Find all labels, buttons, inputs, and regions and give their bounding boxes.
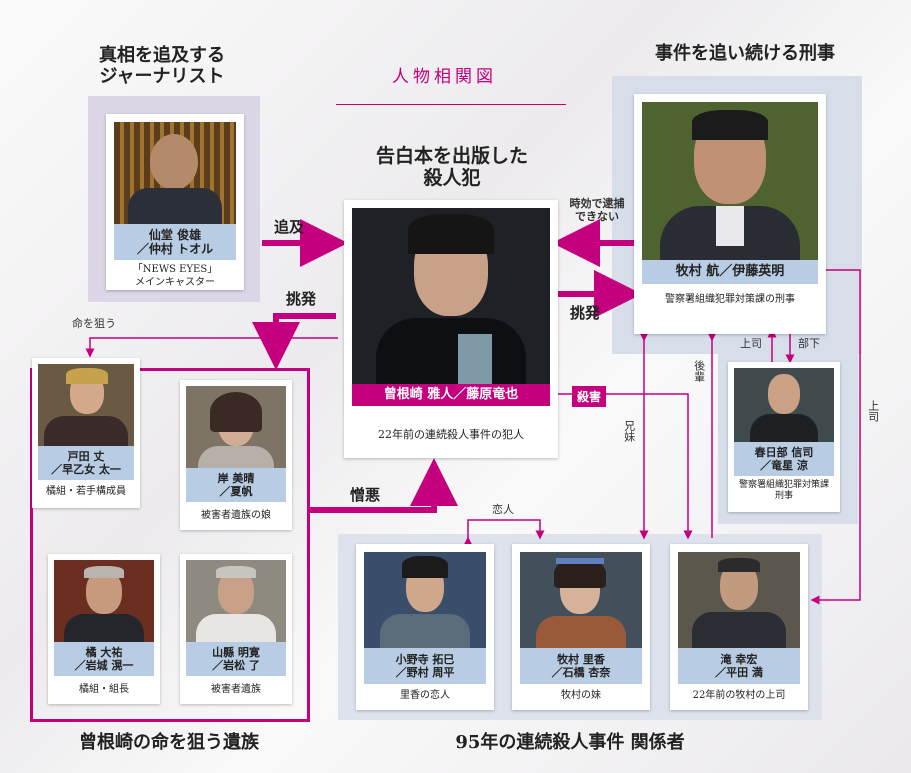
person-name: 牧村 里香／石橋 杏奈 xyxy=(520,648,642,684)
person-name: 岸 美晴／夏帆 xyxy=(186,468,286,502)
person-card-onodera: 小野寺 拓巳／野村 周平 里香の恋人 xyxy=(356,544,494,710)
family-group-border xyxy=(30,368,310,722)
person-photo xyxy=(54,560,154,642)
person-card-rika: 牧村 里香／石橋 杏奈 牧村の妹 xyxy=(512,544,650,710)
person-caption: 被害者遺族の娘 xyxy=(201,510,271,521)
person-photo xyxy=(114,122,236,224)
person-name: 曾根崎 雅人／藤原竜也 xyxy=(352,384,550,406)
person-caption: 牧村の妹 xyxy=(561,690,601,701)
person-name: 戸田 丈／早乙女 太一 xyxy=(38,446,134,480)
person-card-sonezaki: 曾根崎 雅人／藤原竜也 22年前の連続殺人事件の犯人 xyxy=(344,200,558,458)
relation-buka: 部下 xyxy=(798,337,820,350)
person-caption: 22年前の牧村の上司 xyxy=(692,690,786,701)
person-card-kishi: 岸 美晴／夏帆 被害者遺族の娘 xyxy=(180,380,292,530)
group-label-murderer: 告白本を出版した 殺人犯 xyxy=(375,145,528,189)
relation-chohatsu-right: 挑発 xyxy=(570,304,601,322)
arrow-koibito xyxy=(463,519,545,546)
person-name: 小野寺 拓巳／野村 周平 xyxy=(364,648,486,684)
relation-jiko: 時効で逮捕 できない xyxy=(569,197,625,223)
relation-chohatsu-left: 挑発 xyxy=(286,290,317,308)
person-caption: 橘組・組長 xyxy=(79,684,129,695)
person-name: 山縣 明寛／岩松 了 xyxy=(186,642,286,676)
relation-kyodai: 兄妹 xyxy=(622,420,636,442)
person-caption: 警察署組織犯罪対策課の刑事 xyxy=(665,294,795,305)
diagram-title: 人物相関図 xyxy=(392,67,497,87)
arrow-zoo xyxy=(310,458,458,513)
group-label-journalist: 真相を追及する ジャーナリスト xyxy=(99,45,225,87)
person-photo xyxy=(352,208,550,384)
person-card-taki: 滝 幸宏／平田 満 22年前の牧村の上司 xyxy=(670,544,808,710)
person-photo xyxy=(364,552,486,648)
person-name: 牧村 航／伊藤英明 xyxy=(642,260,818,284)
person-photo xyxy=(520,552,642,648)
person-photo xyxy=(734,368,834,442)
arrow-inochi xyxy=(85,337,338,358)
relation-zoo: 憎悪 xyxy=(350,486,381,504)
relation-inochi: 命を狙う xyxy=(72,317,116,330)
person-caption: 「NEWS EYES」 メインキャスター xyxy=(132,264,218,288)
arrow-joshi-right xyxy=(810,269,861,605)
arrow-satsugai xyxy=(552,393,693,540)
arrow-chohatsu-left xyxy=(252,313,336,370)
relation-kohai: 後輩 xyxy=(692,360,706,382)
person-name: 橘 大祐／岩城 滉一 xyxy=(54,642,154,676)
relation-joshi: 上司 xyxy=(740,337,762,350)
group-label-detective: 事件を追い続ける刑事 xyxy=(655,43,835,64)
person-caption: 警察署組織犯罪対策課 刑事 xyxy=(738,480,829,502)
person-photo xyxy=(186,386,286,468)
person-card-toda: 戸田 丈／早乙女 太一 橘組・若手構成員 xyxy=(32,358,140,508)
person-caption: 里香の恋人 xyxy=(400,690,450,701)
person-name: 滝 幸宏／平田 満 xyxy=(678,648,800,684)
relation-tsuikyu: 追及 xyxy=(274,218,305,236)
group-label-family: 曾根崎の命を狙う遺族 xyxy=(79,732,259,753)
person-photo xyxy=(678,552,800,648)
person-card-makimura: 牧村 航／伊藤英明 警察署組織犯罪対策課の刑事 xyxy=(634,94,826,334)
relation-satsugai: 殺害 xyxy=(572,386,607,407)
person-card-kasukabe: 春日部 信司／竜星 涼 警察署組織犯罪対策課 刑事 xyxy=(728,362,840,512)
person-name: 仙堂 俊雄／仲村 トオル xyxy=(114,224,236,260)
person-photo xyxy=(186,560,286,642)
person-name: 春日部 信司／竜星 涼 xyxy=(734,442,834,476)
person-card-yamagata: 山縣 明寛／岩松 了 被害者遺族 xyxy=(180,554,292,704)
person-card-sendo: 仙堂 俊雄／仲村 トオル 「NEWS EYES」 メインキャスター xyxy=(106,114,244,290)
person-photo xyxy=(38,364,134,446)
relation-koibito: 恋人 xyxy=(492,503,514,516)
title-underline xyxy=(336,104,566,105)
person-caption: 22年前の連続殺人事件の犯人 xyxy=(378,428,524,441)
relation-joshi-right: 上司 xyxy=(866,400,880,422)
person-caption: 被害者遺族 xyxy=(211,684,261,695)
person-photo xyxy=(642,102,818,260)
group-label-case95: 95年の連続殺人事件 関係者 xyxy=(455,732,685,753)
person-caption: 橘組・若手構成員 xyxy=(46,486,126,497)
person-card-tachibana: 橘 大祐／岩城 滉一 橘組・組長 xyxy=(48,554,160,704)
